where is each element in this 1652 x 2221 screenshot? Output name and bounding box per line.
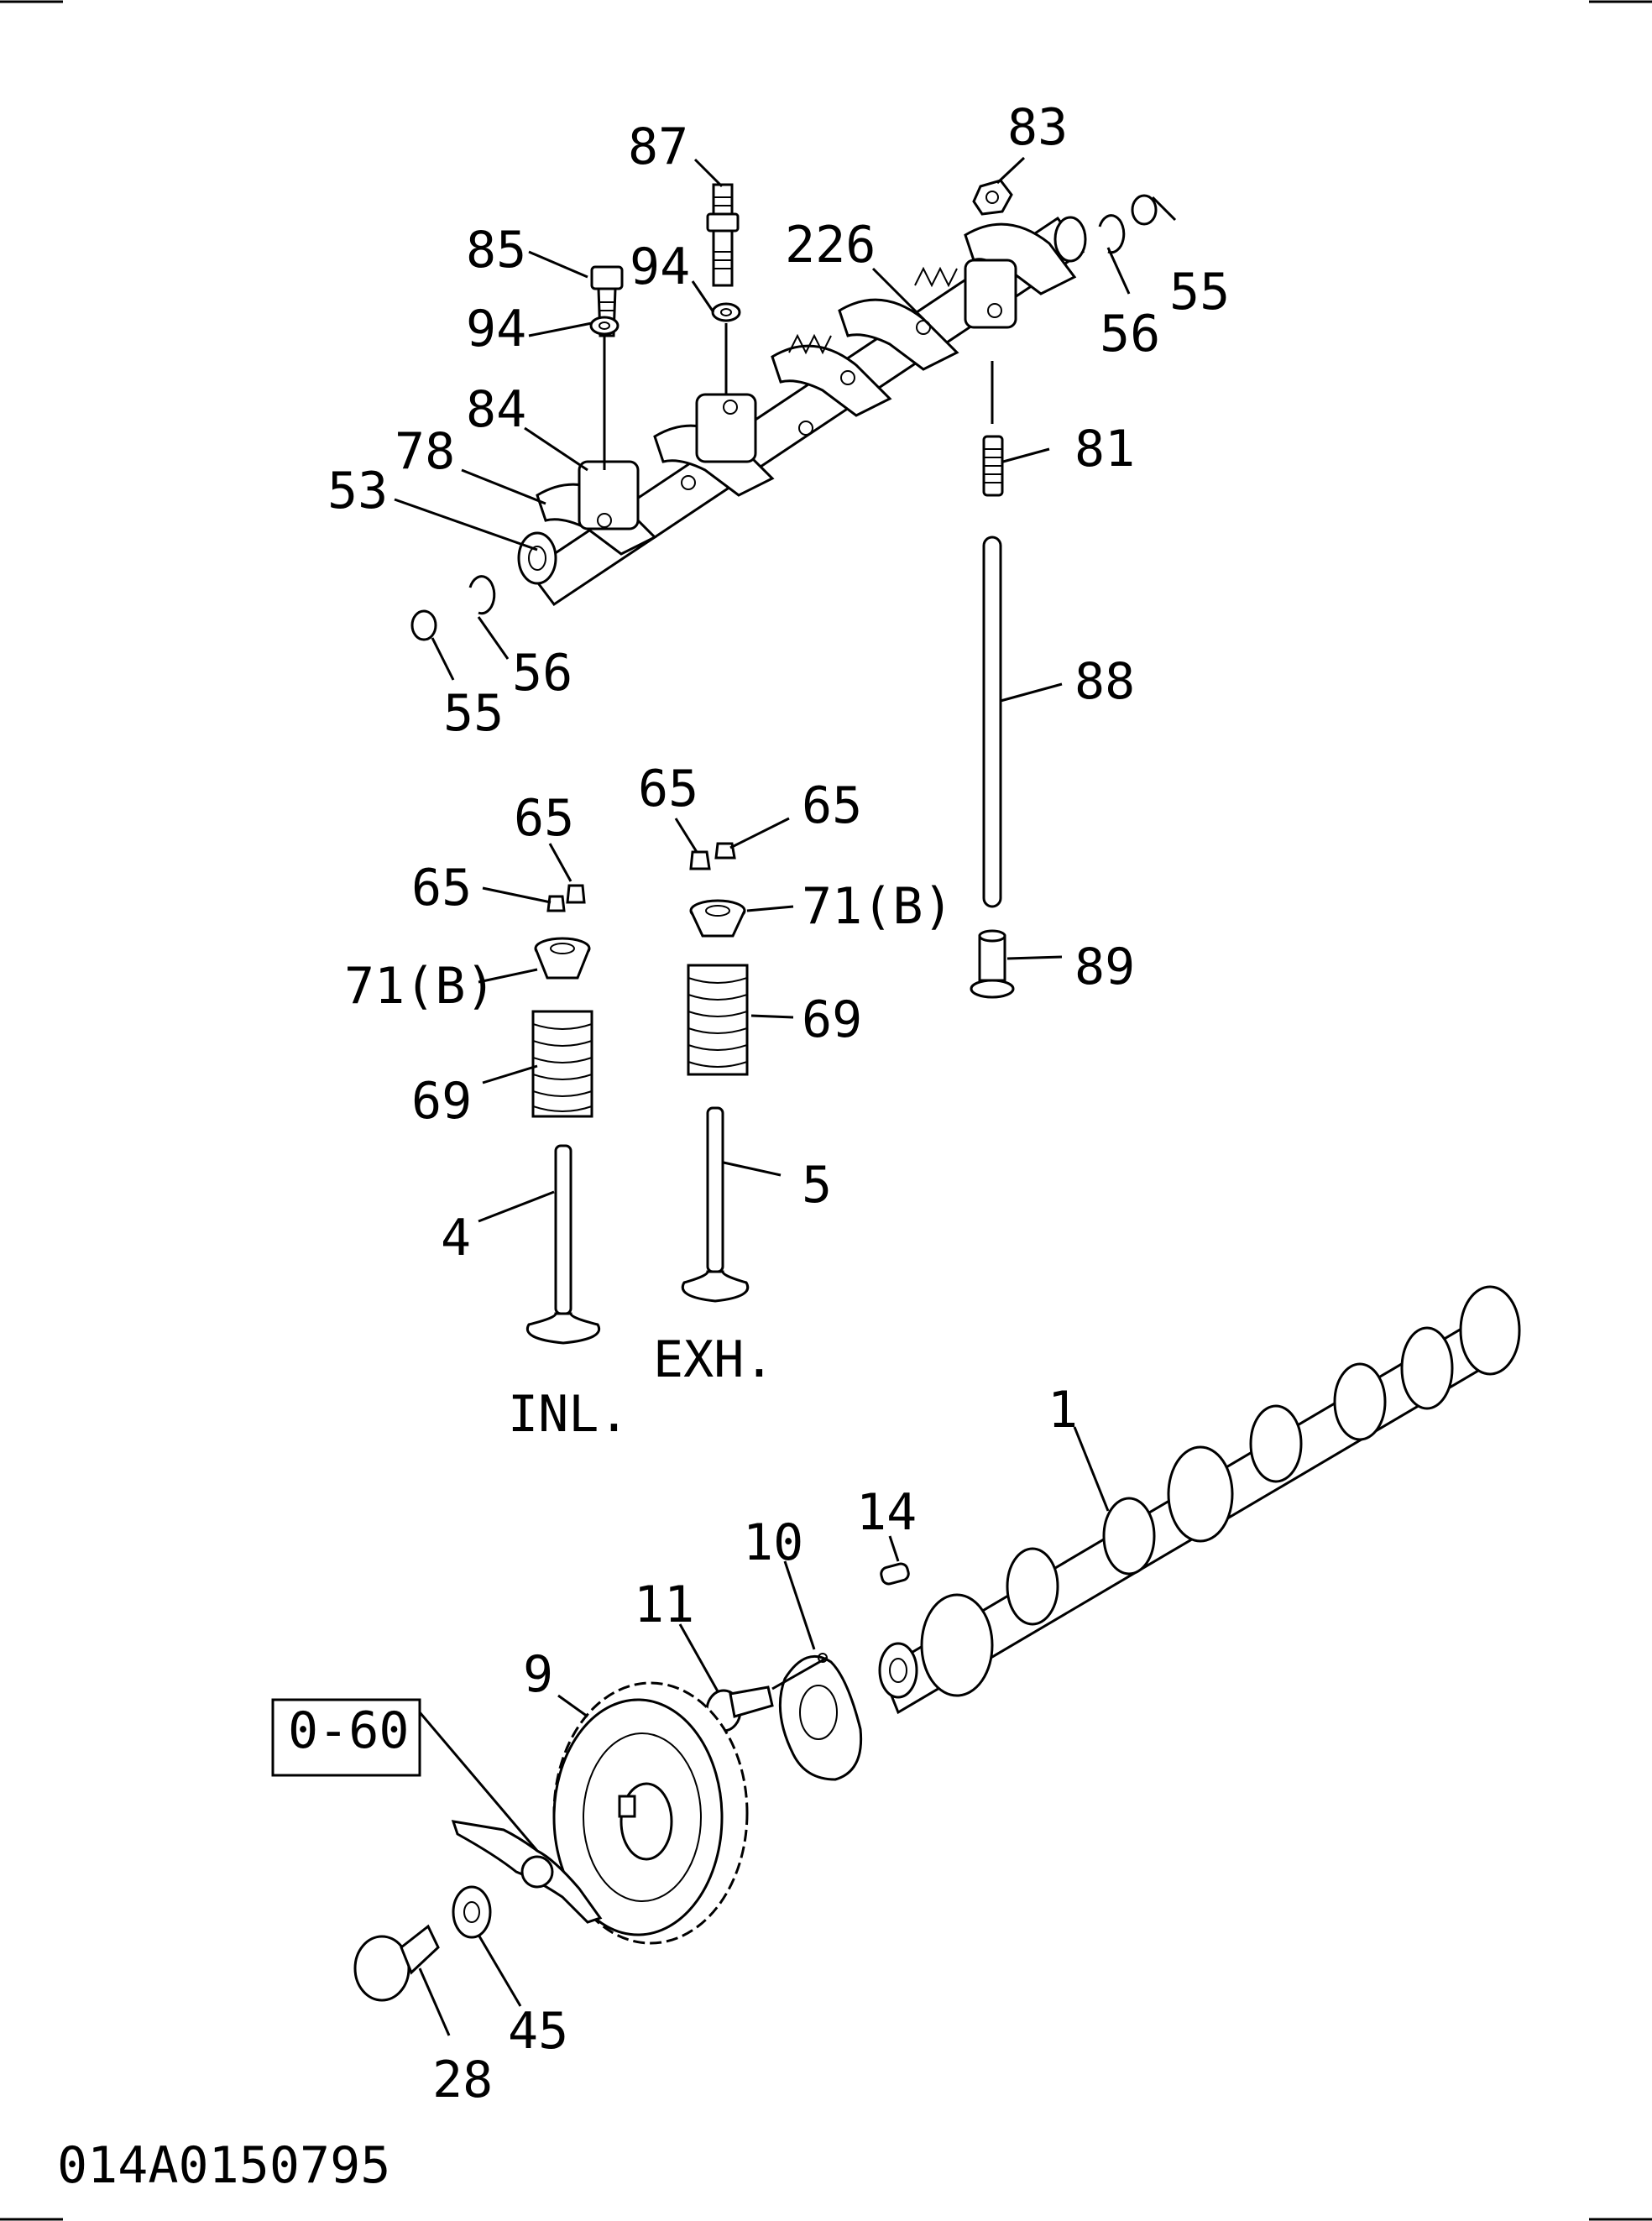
callout-56: 56 — [1100, 305, 1160, 363]
exhaust-valve-group — [681, 842, 750, 1303]
end-plug-55-right — [1131, 194, 1158, 226]
washer-45 — [452, 1885, 492, 1939]
callout-numbers: 87 83 85 94 94 226 55 56 84 78 53 81 56 … — [327, 98, 1230, 2109]
tappet-89 — [970, 929, 1015, 999]
callout-89: 89 — [1074, 938, 1135, 996]
callout-11: 11 — [634, 1576, 694, 1634]
callout-56: 56 — [512, 644, 572, 703]
callout-28: 28 — [432, 2051, 493, 2109]
callout-94: 94 — [630, 238, 690, 296]
callout-84: 84 — [466, 380, 526, 439]
shaft-springs — [788, 266, 958, 355]
reference-box: 0-60 — [271, 1698, 421, 1777]
snap-ring-56-right — [1098, 214, 1126, 254]
reference-box-label: 0-60 — [288, 1701, 410, 1760]
snap-ring-56-left — [468, 575, 496, 615]
callout-4: 4 — [441, 1209, 471, 1267]
callout-71b: 71(B) — [802, 877, 954, 936]
callout-83: 83 — [1007, 98, 1068, 157]
document-id: 014A0150795 — [57, 2136, 390, 2195]
callout-71b: 71(B) — [344, 957, 496, 1016]
callout-226: 226 — [785, 216, 876, 274]
inlet-label: INL. — [508, 1385, 630, 1444]
callout-14: 14 — [856, 1483, 917, 1542]
callout-78: 78 — [395, 422, 455, 481]
callout-94: 94 — [466, 300, 526, 358]
callout-1: 1 — [1048, 1381, 1078, 1440]
callout-5: 5 — [802, 1156, 832, 1215]
callout-69: 69 — [411, 1072, 472, 1131]
callout-65: 65 — [802, 776, 862, 835]
rocker-shaft-assembly — [517, 216, 1087, 607]
leader-lines — [394, 156, 1177, 2036]
callout-10: 10 — [743, 1513, 803, 1572]
callout-81: 81 — [1074, 420, 1135, 478]
callout-55: 55 — [443, 684, 504, 743]
callout-85: 85 — [466, 221, 526, 280]
bolt-28 — [353, 1924, 440, 2002]
callout-65: 65 — [514, 789, 574, 848]
camshaft-gear-9 — [552, 1681, 749, 1945]
adjusting-screw-81 — [982, 435, 1004, 497]
callout-65: 65 — [411, 859, 472, 917]
thrust-plate-10 — [778, 1653, 863, 1781]
callout-88: 88 — [1074, 652, 1135, 711]
key-14 — [880, 1562, 910, 1586]
callout-87: 87 — [628, 118, 688, 176]
callout-53: 53 — [327, 462, 388, 520]
camshaft-1 — [878, 1285, 1521, 1715]
callout-9: 9 — [523, 1645, 553, 1704]
push-rod-88 — [982, 536, 1002, 908]
inlet-valve-group — [525, 884, 601, 1345]
callout-69: 69 — [802, 990, 862, 1049]
callout-65: 65 — [638, 760, 698, 818]
callout-45: 45 — [508, 2002, 568, 2061]
nut-83 — [972, 179, 1013, 216]
stud-87 — [706, 183, 740, 287]
lock-plate — [451, 1820, 603, 1924]
bolt-11 — [705, 1685, 774, 1732]
callout-55: 55 — [1169, 263, 1230, 321]
end-plug-55-left — [410, 609, 437, 641]
exhaust-label: EXH. — [653, 1330, 775, 1389]
